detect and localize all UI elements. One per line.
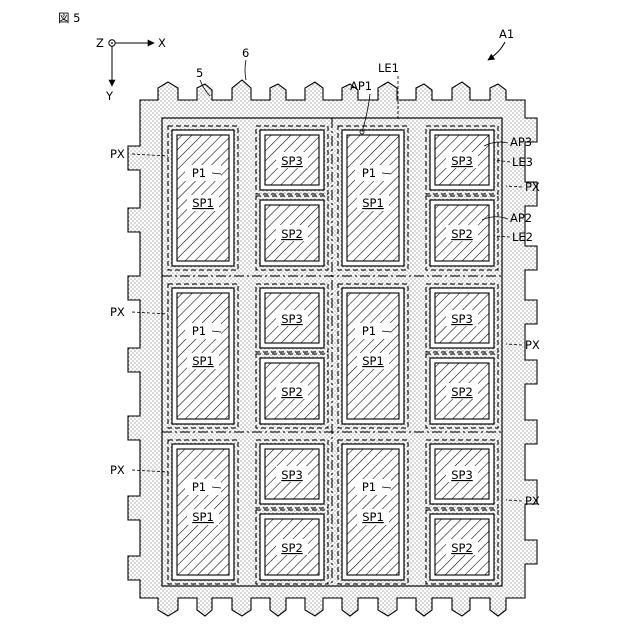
label-sp1: SP1: [192, 196, 214, 210]
y-axis-label: Y: [105, 89, 114, 103]
axis-indicator: Z X Y: [96, 36, 166, 103]
figure-ref-arrow: [488, 42, 505, 60]
label-px-left-2: PX: [110, 305, 125, 319]
label-sp1: SP1: [362, 354, 384, 368]
label-px-left-3: PX: [110, 463, 125, 477]
x-axis-label: X: [158, 36, 166, 50]
label-px-right-2: PX: [525, 338, 540, 352]
label-sp2: SP2: [451, 541, 473, 555]
figure-title: 図 5: [58, 11, 80, 25]
label-sp2: SP2: [451, 385, 473, 399]
label-p1: P1: [362, 166, 376, 180]
label-px-right-1: PX: [525, 180, 540, 194]
label-p1: P1: [192, 480, 206, 494]
leader-6: [245, 60, 246, 80]
label-sp1: SP1: [192, 354, 214, 368]
label-sp3: SP3: [281, 154, 303, 168]
label-sp3: SP3: [451, 468, 473, 482]
z-axis-label: Z: [96, 36, 104, 50]
label-sp3: SP3: [451, 312, 473, 326]
label-le2: LE2: [512, 230, 533, 244]
label-sp3: SP3: [281, 312, 303, 326]
label-le1: LE1: [378, 61, 399, 75]
label-ap3: AP3: [510, 135, 532, 149]
figure-ref-a1: A1: [499, 27, 514, 41]
label-sp3: SP3: [451, 154, 473, 168]
label-p1: P1: [362, 324, 376, 338]
label-sp2: SP2: [451, 227, 473, 241]
label-p1: P1: [362, 480, 376, 494]
label-sp2: SP2: [281, 385, 303, 399]
label-px-right-3: PX: [525, 494, 540, 508]
label-sp1: SP1: [192, 510, 214, 524]
label-ap2: AP2: [510, 211, 532, 225]
label-6: 6: [242, 46, 249, 60]
label-p1: P1: [192, 324, 206, 338]
label-sp3: SP3: [281, 468, 303, 482]
label-sp2: SP2: [281, 541, 303, 555]
label-p1: P1: [192, 166, 206, 180]
label-5: 5: [196, 66, 203, 80]
label-le3: LE3: [512, 155, 533, 169]
label-sp2: SP2: [281, 227, 303, 241]
label-sp1: SP1: [362, 196, 384, 210]
label-sp1: SP1: [362, 510, 384, 524]
label-px-left-1: PX: [110, 147, 125, 161]
label-ap1: AP1: [350, 79, 372, 93]
